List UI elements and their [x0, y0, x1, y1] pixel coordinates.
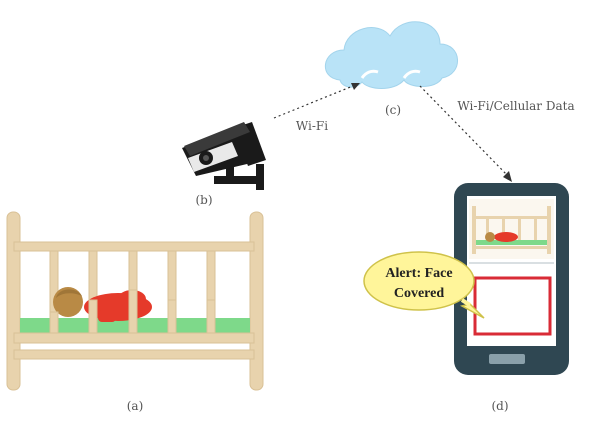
cellular-link-cloud-phone [419, 85, 512, 182]
label-c: (c) [385, 103, 401, 117]
label-b: (b) [195, 193, 212, 207]
crib-illustration [6, 211, 264, 391]
cloud-icon [324, 21, 458, 89]
alert-line-2: Covered [394, 286, 444, 301]
camera-icon [182, 122, 266, 190]
crib-base [13, 289, 255, 360]
alert-bubble [363, 251, 485, 319]
alert-frame [473, 276, 552, 336]
wifi-label: Wi-Fi [296, 119, 328, 133]
cellular-label: Wi-Fi/Cellular Data [457, 99, 574, 113]
alert-line-1: Alert: Face [385, 266, 452, 281]
label-d: (d) [491, 399, 508, 413]
wifi-link-camera-cloud [273, 83, 360, 119]
smartphone-icon [454, 183, 569, 375]
phone-screen-crib-thumbnail [469, 199, 554, 259]
label-a: (a) [127, 399, 144, 413]
